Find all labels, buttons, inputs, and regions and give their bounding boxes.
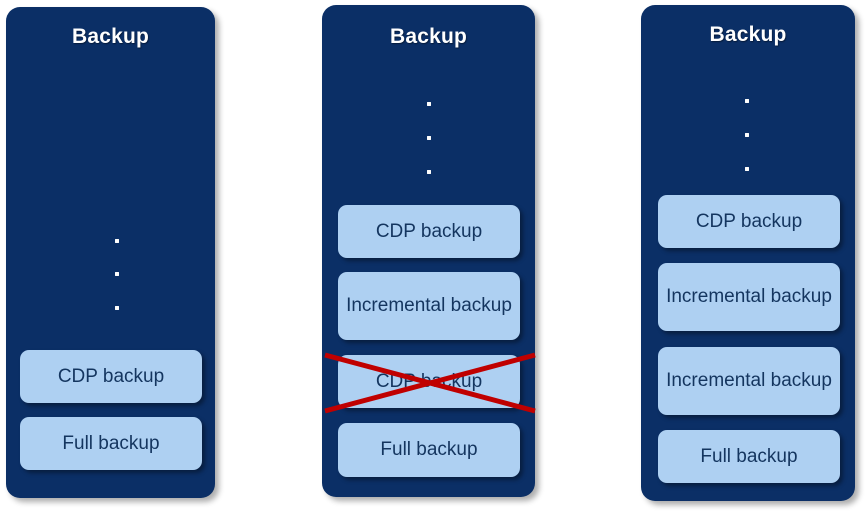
panel-title-right: Backup: [709, 23, 787, 46]
panel-title-middle: Backup: [389, 25, 468, 48]
backup-item-full[interactable]: Full backup: [338, 423, 520, 477]
backup-item-incremental-2[interactable]: Incremental backup: [658, 347, 840, 415]
backup-item-cdp[interactable]: CDP backup: [338, 205, 520, 258]
backup-item-cdp[interactable]: CDP backup: [20, 350, 202, 403]
ellipsis-dot: [427, 102, 431, 106]
backup-panel-right: Backup CDP backup Incremental backup Inc…: [641, 5, 855, 501]
backup-item-incremental[interactable]: Incremental backup: [338, 272, 520, 340]
ellipsis-dot: [745, 99, 749, 103]
ellipsis-dot: [427, 136, 431, 140]
ellipsis-dot: [115, 239, 119, 243]
backup-item-full[interactable]: Full backup: [20, 417, 202, 470]
ellipsis-dot: [115, 306, 119, 310]
backup-item-full[interactable]: Full backup: [658, 430, 840, 483]
backup-item-cdp-removed[interactable]: CDP backup: [338, 355, 520, 408]
ellipsis-dot: [115, 272, 119, 276]
ellipsis-dot: [745, 167, 749, 171]
backup-item-cdp[interactable]: CDP backup: [658, 195, 840, 248]
backup-panel-left: Backup CDP backup Full backup: [6, 7, 215, 498]
backup-panel-middle: Backup CDP backup Incremental backup CDP…: [322, 5, 535, 497]
backup-item-incremental-1[interactable]: Incremental backup: [658, 263, 840, 331]
ellipsis-dot: [745, 133, 749, 137]
panel-title-left: Backup: [71, 25, 150, 48]
ellipsis-dot: [427, 170, 431, 174]
